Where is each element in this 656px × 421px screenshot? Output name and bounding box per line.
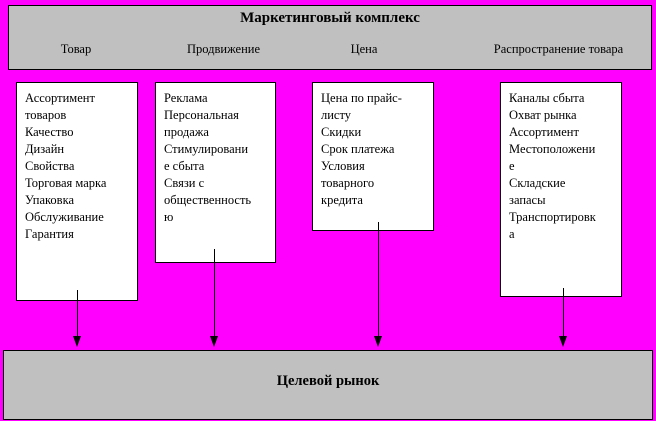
price-item: Цена по прайс- — [321, 91, 402, 105]
target-market-band: Целевой рынок — [3, 350, 653, 420]
distribution-item: а — [509, 227, 515, 241]
promotion-item: Реклама — [164, 91, 208, 105]
product-item: Обслуживание — [25, 210, 104, 224]
arrow-distribution-to-market-head — [559, 336, 567, 347]
distribution-item: Каналы сбыта — [509, 91, 585, 105]
promotion-item: Персональная — [164, 108, 239, 122]
column-label-promotion: Продвижение — [186, 42, 261, 56]
promotion-item: е сбыта — [164, 159, 205, 173]
product-item: Свойства — [25, 159, 75, 173]
diagram-title: Маркетинговый комплекс — [240, 10, 420, 26]
product-item: Ассортимент — [25, 91, 95, 105]
product-item: товаров — [25, 108, 67, 122]
price-item: Скидки — [321, 125, 362, 139]
arrow-distribution-to-market-stem — [563, 288, 564, 339]
product-item: Торговая марка — [25, 176, 107, 190]
distribution-card: Каналы сбыта Охват рынка Ассортимент Мес… — [500, 82, 622, 297]
price-item: листу — [321, 108, 352, 122]
price-item: Срок платежа — [321, 142, 395, 156]
distribution-item: Ассортимент — [509, 125, 579, 139]
promotion-card: Реклама Персональная продажа Стимулирова… — [155, 82, 276, 263]
product-card: Ассортимент товаров Качество Дизайн Свой… — [16, 82, 138, 301]
target-market-title: Целевой рынок — [276, 373, 380, 389]
distribution-item: Местоположени — [509, 142, 596, 156]
arrow-promotion-to-market-stem — [214, 249, 215, 339]
price-item: Условия — [321, 159, 365, 173]
marketing-mix-header-band: Маркетинговый комплекс Товар Продвижение… — [8, 5, 652, 70]
product-item: Качество — [25, 125, 74, 139]
promotion-item: Стимулировани — [164, 142, 249, 156]
promotion-item: ю — [164, 210, 174, 224]
promotion-item: общественность — [164, 193, 252, 207]
arrow-promotion-to-market-head — [210, 336, 218, 347]
header-column-labels: Товар Продвижение Цена Распространение т… — [9, 42, 651, 64]
product-item: Гарантия — [25, 227, 74, 241]
arrow-price-to-market-head — [374, 336, 382, 347]
distribution-item: Транспортировк — [509, 210, 596, 224]
column-label-product: Товар — [60, 42, 92, 56]
arrow-price-to-market-stem — [378, 222, 379, 339]
distribution-item: Охват рынка — [509, 108, 577, 122]
column-label-distribution: Распространение товара — [493, 42, 624, 56]
distribution-item: Складские — [509, 176, 566, 190]
product-item: Дизайн — [25, 142, 65, 156]
price-item: кредита — [321, 193, 363, 207]
distribution-item: е — [509, 159, 515, 173]
arrow-product-to-market-stem — [77, 290, 78, 339]
distribution-item: запасы — [509, 193, 546, 207]
promotion-item: продажа — [164, 125, 209, 139]
product-item: Упаковка — [25, 193, 75, 207]
arrow-product-to-market-head — [73, 336, 81, 347]
price-item: товарного — [321, 176, 375, 190]
promotion-item: Связи с — [164, 176, 205, 190]
column-label-price: Цена — [350, 42, 378, 56]
price-card: Цена по прайс- листу Скидки Срок платежа… — [312, 82, 434, 231]
